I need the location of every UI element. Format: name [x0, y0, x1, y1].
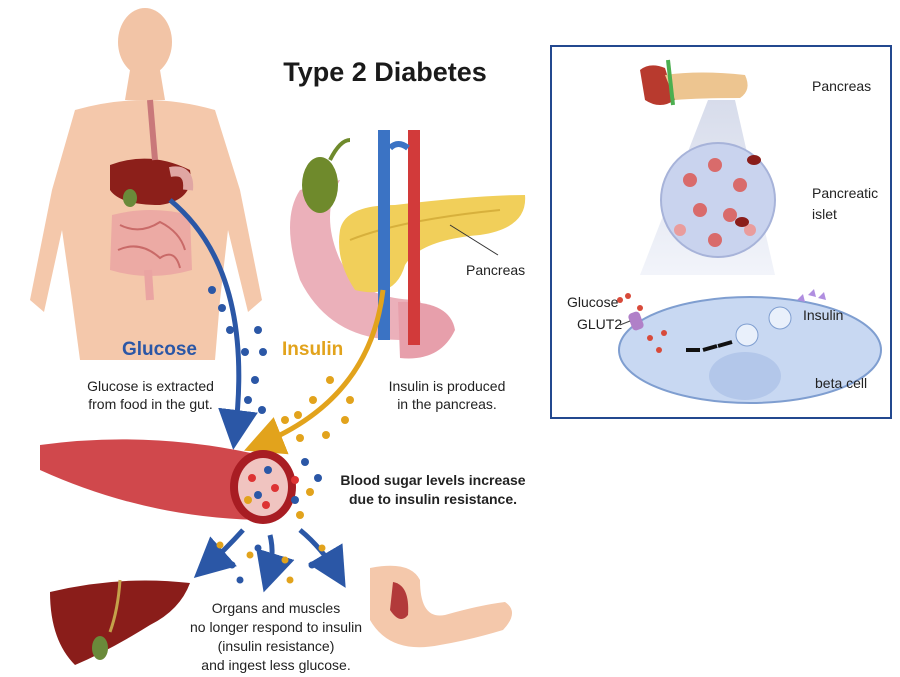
insulin-label: Insulin [282, 339, 344, 360]
insulin-dots [281, 376, 354, 442]
uptake-dots [216, 541, 326, 584]
inset-islet-label: Pancreatic islet [812, 185, 879, 222]
blood-vessel-illustration [40, 439, 296, 524]
pancreas-pointer-line [449, 224, 499, 256]
inset-beta-cell-label: beta cell [815, 375, 868, 391]
insulin-description: Insulin is produced in the pancreas. [388, 378, 506, 412]
inset-glut2-label: GLUT2 [577, 316, 623, 332]
liver-illustration [50, 579, 190, 665]
inset-glucose-label: Glucose [567, 294, 619, 310]
uptake-arrows [193, 528, 346, 593]
pancreas-label: Pancreas [466, 262, 526, 278]
pancreatic-islet-illustration [660, 142, 776, 258]
blood-stream-dots [291, 458, 322, 519]
organs-caption: Organs and muscles no longer respond to … [189, 600, 362, 673]
inset-pancreas-label: Pancreas [812, 78, 872, 94]
digestive-organs-illustration [110, 99, 194, 301]
insulin-arrow [244, 289, 386, 455]
inset-pancreas-icon [640, 59, 748, 106]
glucose-arrow [168, 198, 258, 450]
glucose-description: Glucose is extracted from food in the gu… [87, 378, 214, 412]
glut2-pointer [619, 320, 631, 326]
glucose-dots [208, 286, 267, 414]
arm-illustration [370, 565, 513, 648]
pancreas-illustration [290, 130, 526, 359]
page-title: Type 2 Diabetes [283, 57, 487, 87]
inset-insulin-label: Insulin [803, 307, 844, 323]
beta-cell-illustration [617, 289, 882, 404]
glucose-label: Glucose [122, 339, 197, 360]
blood-sugar-caption: Blood sugar levels increase due to insul… [340, 472, 526, 507]
